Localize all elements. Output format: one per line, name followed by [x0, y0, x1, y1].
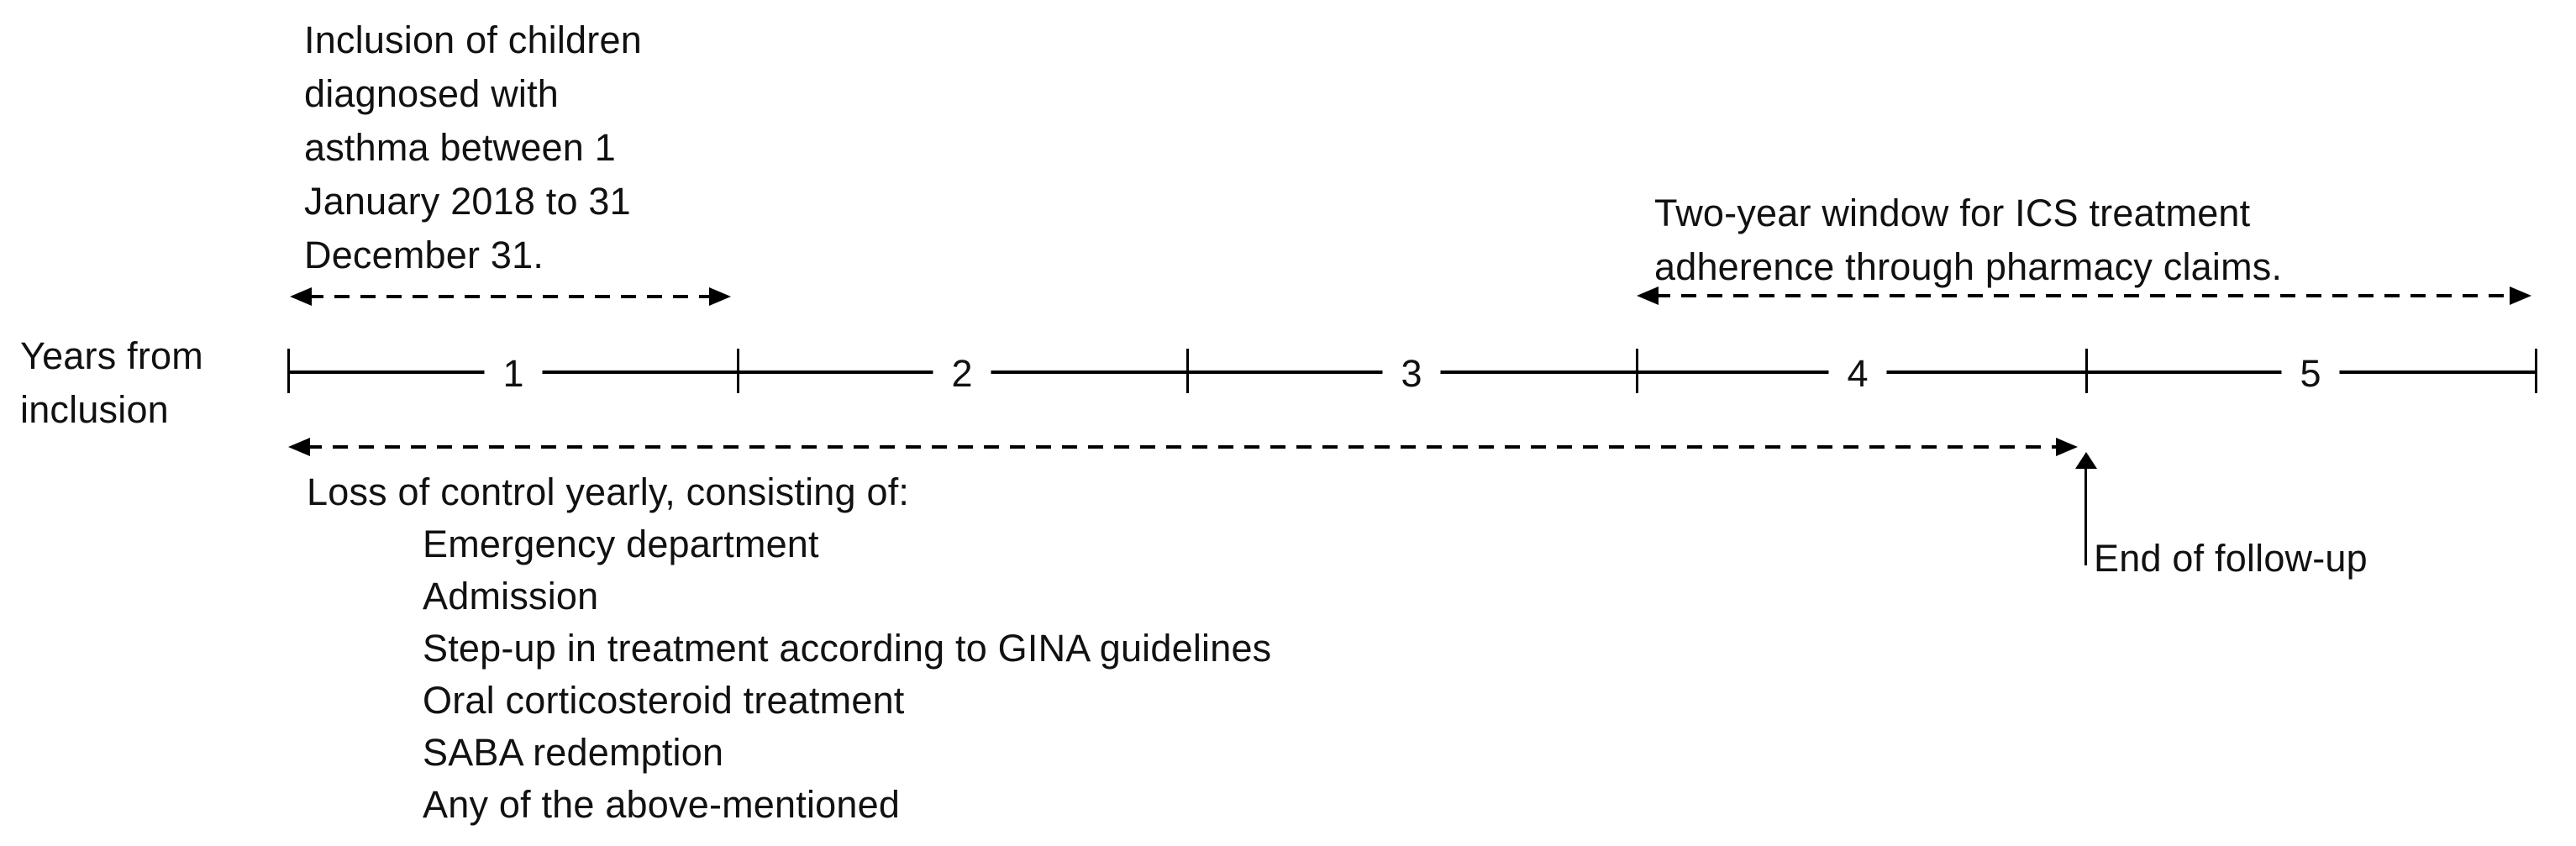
inclusion-note-line-2: diagnosed with — [304, 72, 560, 115]
axis-year-label-3: 3 — [1382, 347, 1441, 401]
end-of-followup-label: End of follow-up — [2094, 537, 2368, 580]
inclusion-period-note: Inclusion of children diagnosed with ast… — [304, 13, 642, 282]
arrowhead-right-icon — [2510, 286, 2531, 305]
axis-tick-1 — [737, 349, 739, 393]
inclusion-note-line-4: January 2018 to 31 — [304, 180, 631, 223]
arrow-shaft — [2084, 467, 2087, 565]
ics-window-arrow — [1637, 286, 2531, 305]
loss-of-control-heading: Loss of control yearly, consisting of: — [307, 470, 910, 513]
ics-adherence-note: Two-year window for ICS treatment adhere… — [1654, 187, 2282, 294]
axis-label-line-2: inclusion — [20, 388, 169, 431]
axis-year-label-1: 1 — [484, 347, 543, 401]
arrowhead-left-icon — [290, 287, 312, 306]
end-of-followup-arrow — [2075, 452, 2097, 565]
arrowhead-right-icon — [709, 287, 731, 306]
loss-of-control-item: Emergency department — [423, 523, 819, 565]
arrowhead-left-icon — [288, 438, 310, 456]
loss-of-control-block: Loss of control yearly, consisting of: E… — [307, 466, 1271, 831]
loss-of-control-item: Admission — [423, 575, 599, 617]
axis-tick-3 — [1636, 349, 1638, 393]
axis-label-line-1: Years from — [20, 334, 203, 377]
inclusion-note-line-5: December 31. — [304, 234, 544, 276]
loss-of-control-window-arrow — [288, 438, 2078, 456]
loss-of-control-item: Any of the above-mentioned — [423, 783, 901, 826]
axis-tick-5 — [2535, 349, 2537, 393]
ics-note-line-1: Two-year window for ICS treatment — [1654, 192, 2251, 234]
axis-tick-0 — [287, 349, 290, 393]
ics-note-line-2: adherence through pharmacy claims. — [1654, 245, 2283, 288]
axis-year-label-2: 2 — [933, 347, 991, 401]
loss-of-control-item: SABA redemption — [423, 731, 724, 774]
inclusion-note-line-3: asthma between 1 — [304, 126, 616, 169]
loss-of-control-item: Step-up in treatment according to GINA g… — [423, 627, 1272, 670]
axis-year-label-4: 4 — [1828, 347, 1887, 401]
axis-year-label-5: 5 — [2281, 347, 2340, 401]
axis-tick-4 — [2085, 349, 2088, 393]
arrowhead-right-icon — [2056, 438, 2078, 456]
loss-of-control-item: Oral corticosteroid treatment — [423, 679, 905, 722]
dashed-line — [1655, 294, 2513, 297]
arrow-up-icon — [2075, 452, 2097, 469]
dashed-line — [308, 295, 712, 298]
axis-tick-2 — [1186, 349, 1189, 393]
axis-label: Years from inclusion — [20, 329, 203, 437]
inclusion-note-line-1: Inclusion of children — [304, 18, 642, 61]
arrowhead-left-icon — [1637, 286, 1659, 305]
inclusion-window-arrow — [290, 287, 731, 306]
dashed-line — [307, 445, 2059, 449]
